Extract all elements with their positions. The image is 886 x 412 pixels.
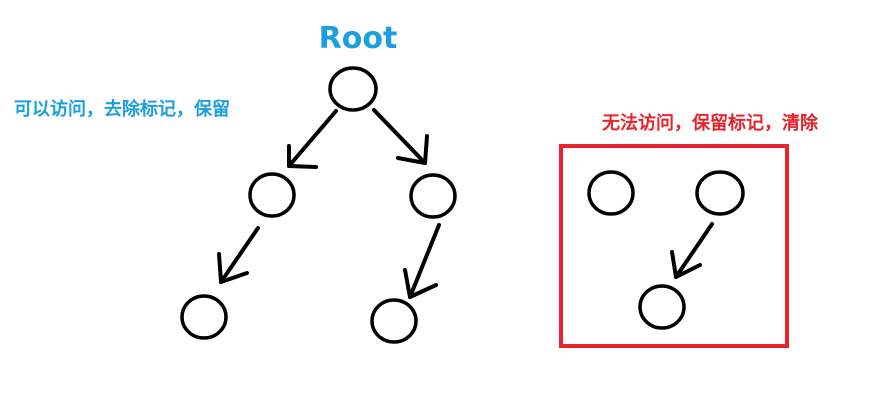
edge-unreachable-b-to-c [670,222,714,279]
edge-root-to-right [372,108,429,165]
edge-right-to-grandchild [403,223,441,299]
root-label: Root [319,21,398,56]
right-child-node [409,173,457,219]
unreachable-caption: 无法访问，保留标记，清除 [602,112,819,134]
edge-root-to-left [287,109,338,169]
left-grandchild-node [180,294,228,340]
unreachable-box [559,144,789,348]
right-grandchild-node [370,298,418,344]
unreachable-node-c [638,284,686,330]
reachable-caption: 可以访问，去除标记，保留 [14,98,230,120]
unreachable-node-a [587,170,635,216]
unreachable-node-b [695,170,745,216]
left-child-node [248,172,296,218]
edge-left-to-grandchild [217,226,260,284]
root-node [328,66,378,112]
